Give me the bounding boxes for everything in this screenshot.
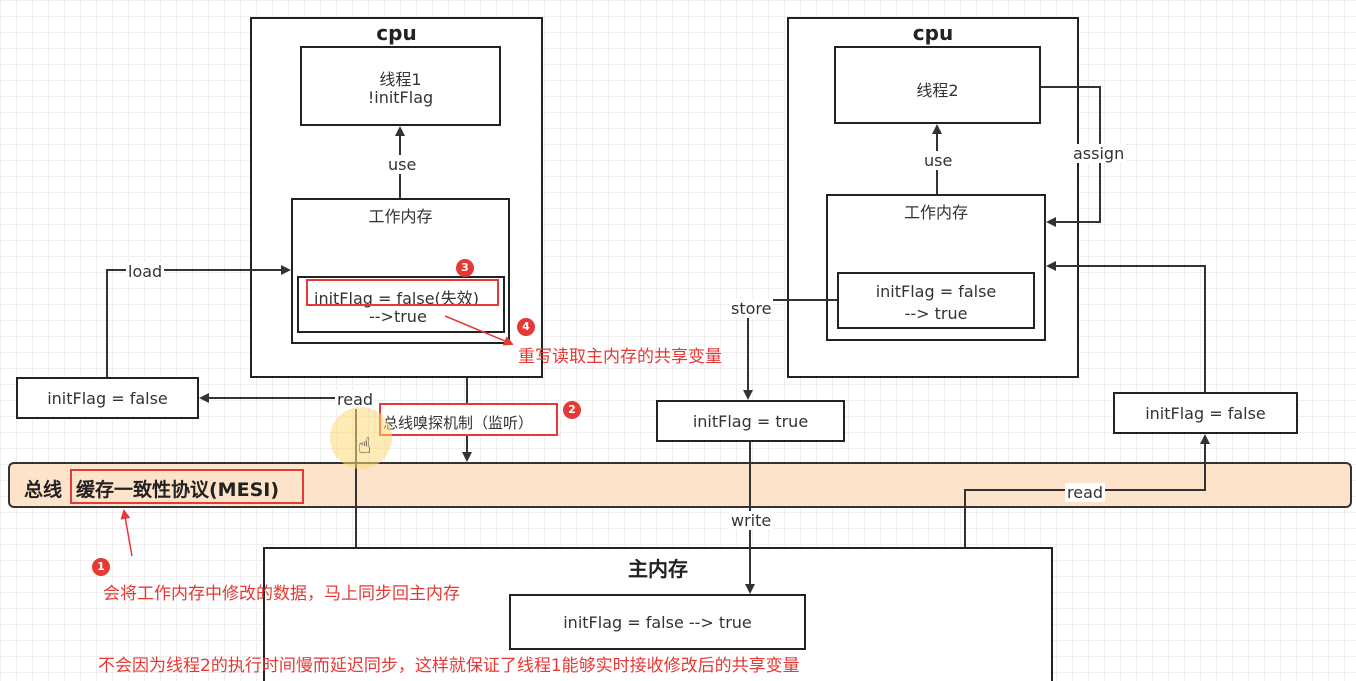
snoop-label: 总线嗅探机制（监听）: [383, 414, 534, 432]
bus-label: 总线: [24, 479, 63, 501]
load-arrow: [106, 265, 291, 377]
right-var-inner: initFlag = false --> true: [837, 272, 1035, 329]
cursor-highlight: [330, 407, 392, 469]
reread-pointer: [444, 315, 514, 346]
thread1-box: 线程1 !initFlag: [300, 46, 501, 126]
marker-2: 2: [563, 401, 581, 419]
write-label: write: [729, 511, 774, 530]
use-label-right: use: [922, 151, 955, 170]
main-memory-title: 主内存: [628, 557, 688, 581]
marker-3: 3: [456, 259, 474, 277]
marker-4: 4: [517, 318, 535, 336]
thread2-box: 线程2: [834, 46, 1041, 124]
cpu-left-title: cpu: [376, 21, 417, 45]
mid-var-box: initFlag = true: [656, 400, 845, 442]
mesi-pointer: [120, 509, 133, 557]
hand-cursor-icon: ☝: [358, 434, 372, 459]
thread2-name: 线程2: [916, 81, 959, 100]
invalidated-highlight: [306, 279, 499, 306]
read-label-right: read: [1065, 483, 1106, 502]
guarantee-note: 不会因为线程2的执行时间慢而延迟同步，这样就保证了线程1能够实时接收修改后的共享…: [98, 656, 800, 676]
marker-1: 1: [92, 558, 110, 576]
work-memory-left-label: 工作内存: [368, 207, 433, 226]
main-memory-var-box: initFlag = false --> true: [509, 594, 806, 650]
right-var-line2: --> true: [904, 304, 968, 323]
left-var-box: initFlag = false: [16, 377, 199, 419]
use-label-left: use: [386, 155, 419, 174]
load-arrow-right: [1046, 261, 1206, 392]
store-label: store: [729, 299, 774, 318]
reread-note: 重写读取主内存的共享变量: [518, 347, 722, 367]
read-label-left: read: [335, 390, 376, 409]
left-var-value: initFlag = false: [47, 389, 168, 408]
thread1-name: 线程1: [379, 70, 422, 89]
assign-label: assign: [1071, 144, 1127, 163]
cpu-right-title: cpu: [912, 21, 954, 45]
main-memory: 主内存: [263, 547, 1053, 681]
load-label: load: [126, 262, 165, 281]
mesi-highlight: [70, 469, 304, 504]
right-var-value: initFlag = false: [1145, 404, 1266, 423]
left-var-line1: initFlag = false(失效): [314, 289, 480, 308]
right-var-box: initFlag = false: [1113, 392, 1298, 434]
read-arrow-left: [199, 393, 357, 547]
main-memory-var: initFlag = false --> true: [563, 613, 752, 632]
right-var-line1: initFlag = false: [875, 282, 997, 301]
thread1-expr: !initFlag: [367, 88, 434, 107]
sync-note: 会将工作内存中修改的数据，马上同步回主内存: [103, 584, 460, 604]
mid-var-value: initFlag = true: [692, 412, 809, 431]
snoop-highlight: 总线嗅探机制（监听）: [379, 403, 558, 436]
left-var-line2: -->true: [369, 307, 427, 326]
mesi-protocol-label: 缓存一致性协议(MESI): [76, 479, 280, 501]
work-memory-right-label: 工作内存: [903, 203, 968, 222]
